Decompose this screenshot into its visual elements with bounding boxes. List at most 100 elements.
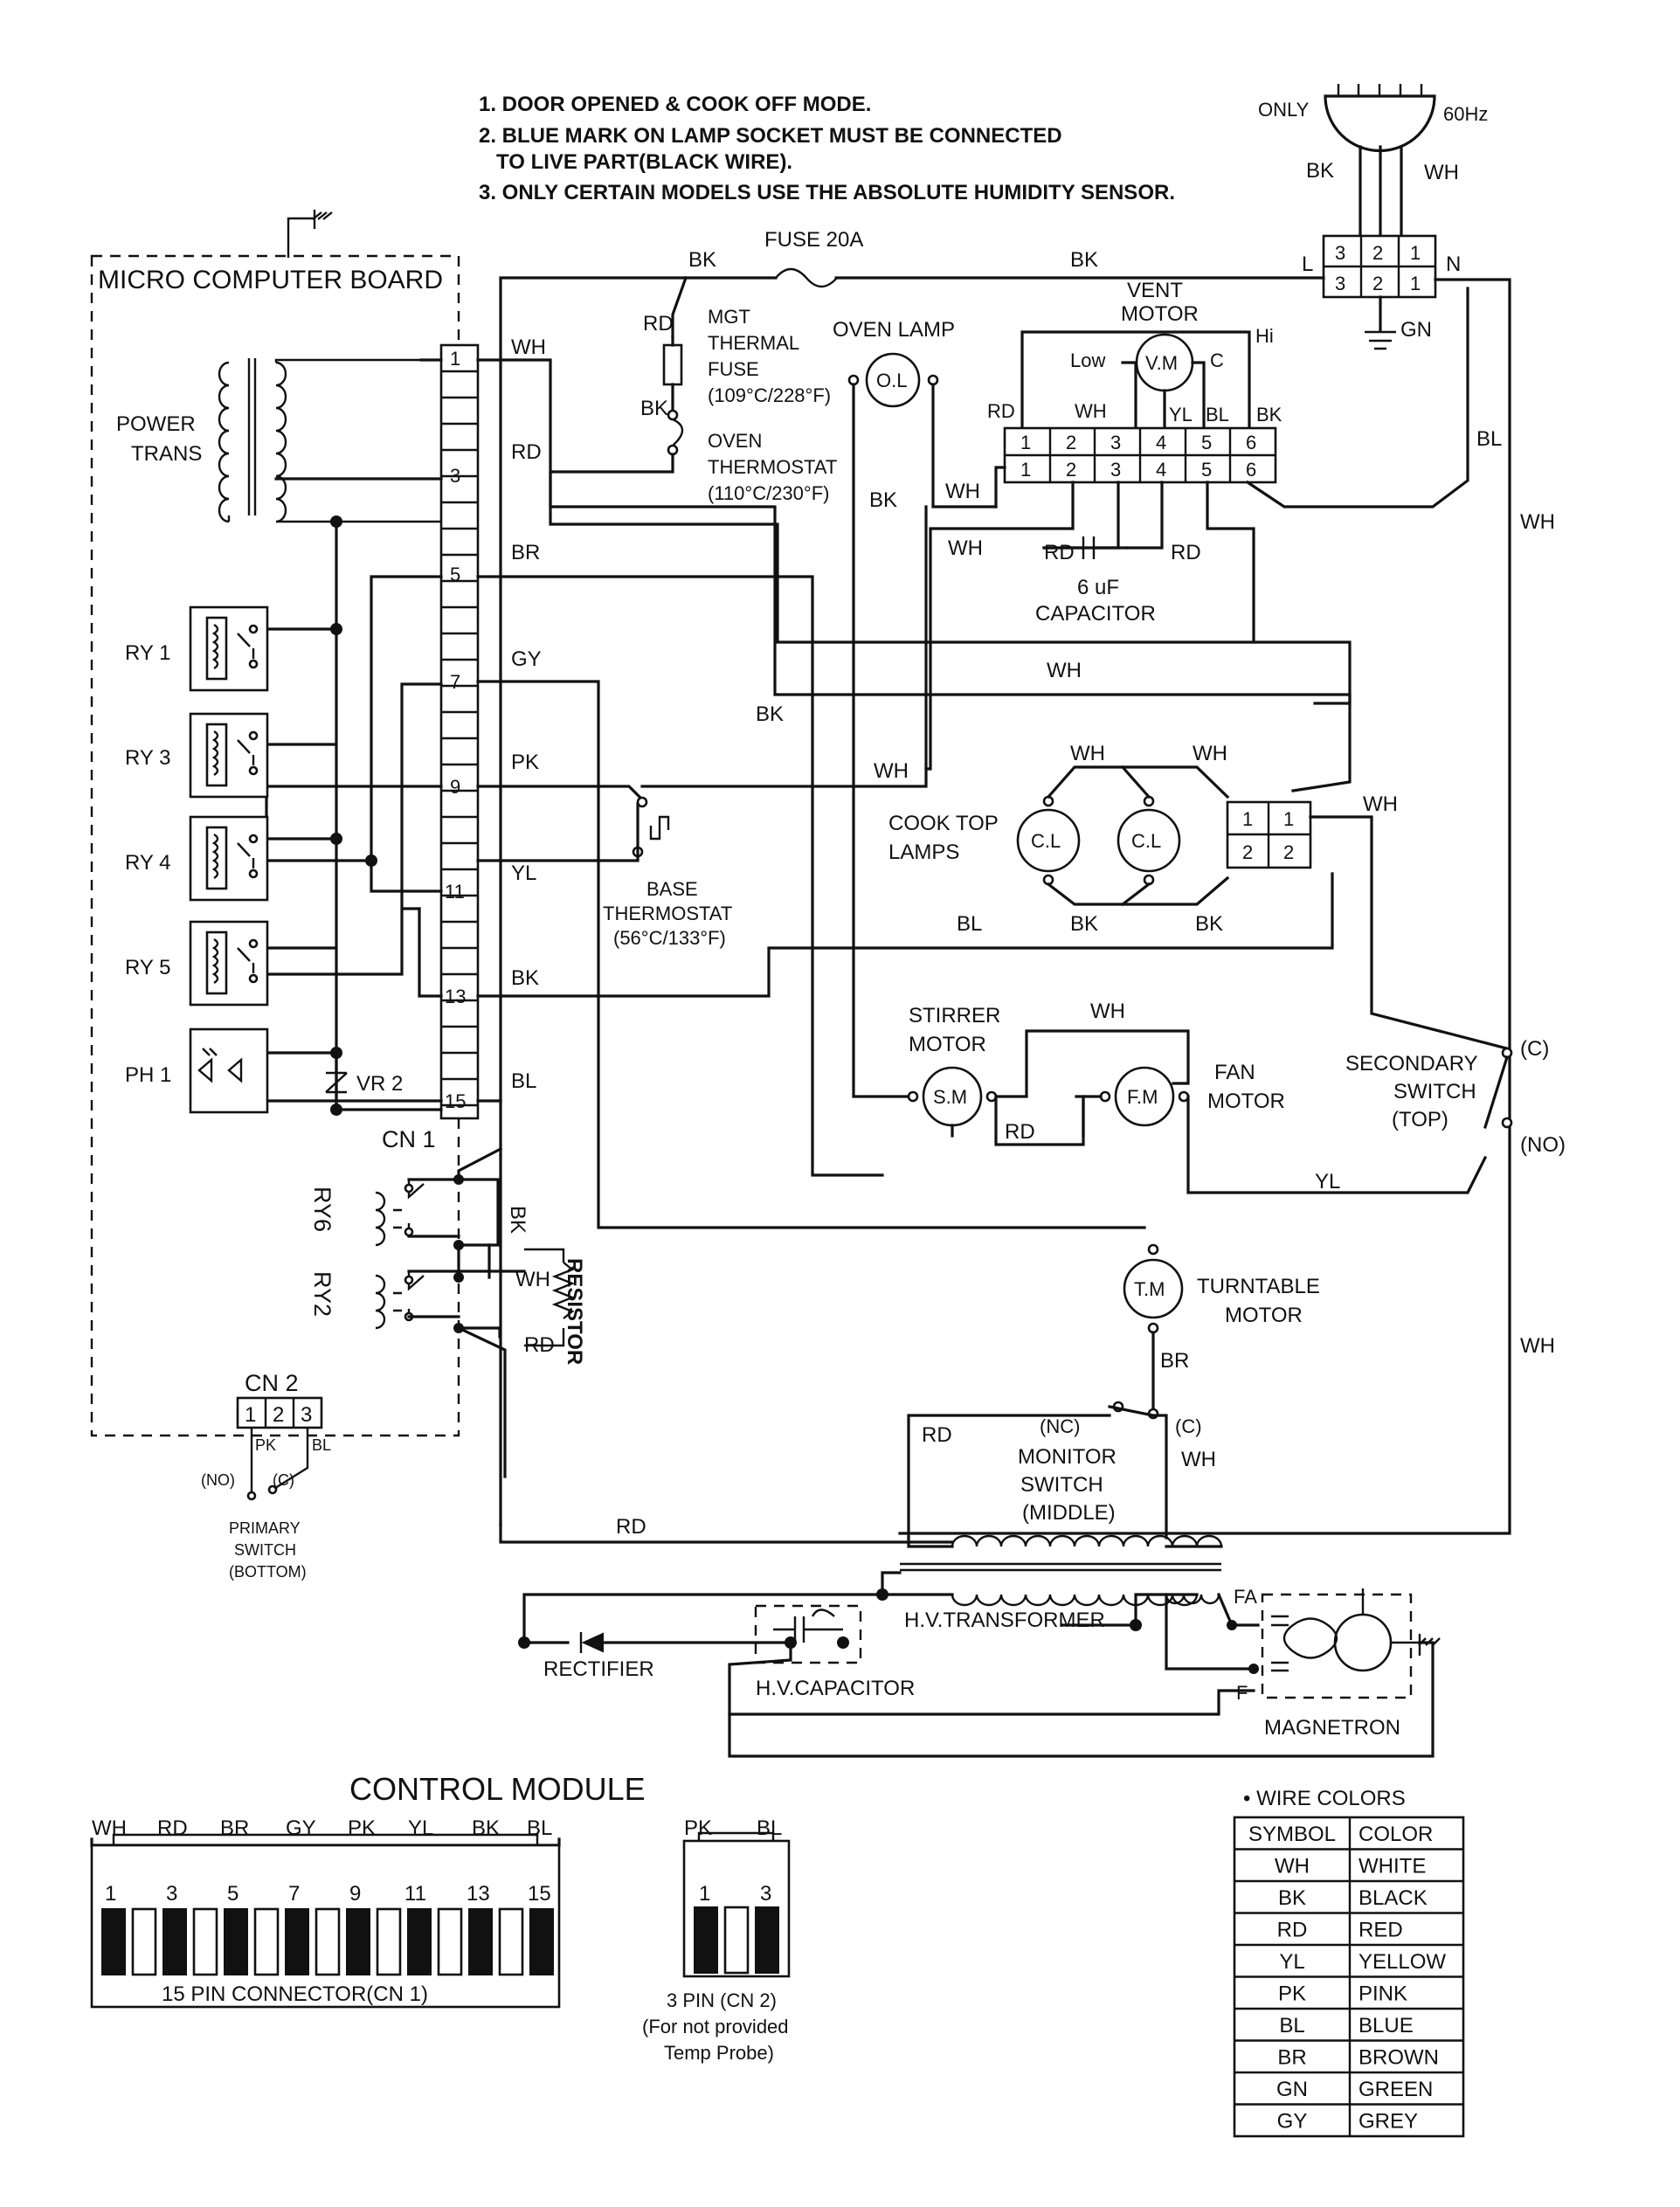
cooktop-wh-left: WH: [1070, 742, 1105, 765]
cm-wire-wh: WH: [92, 1816, 127, 1840]
cn2-connector: [236, 1396, 323, 1429]
vent-motor-low: Low: [1070, 349, 1105, 371]
plug-only-label: ONLY: [1258, 99, 1310, 121]
cn1-connector-label: 15 PIN CONNECTOR(CN 1): [162, 1982, 428, 2006]
vent-wire-yl: YL: [1169, 404, 1193, 425]
mgt-rd-label: RD: [643, 312, 674, 336]
cn1-wire-rd: RD: [511, 440, 542, 464]
magnetron-lead: [1361, 1588, 1420, 1644]
cooktop-wh-right: WH: [1193, 742, 1227, 765]
rectifier-diode-icon: [581, 1632, 604, 1653]
vent-motor-label-2: MOTOR: [1121, 302, 1199, 326]
wire-colors-header-color: COLOR: [1359, 1823, 1433, 1846]
micro-computer-board: MICRO COMPUTER BOARD POWER TRANS 1 3 5 7…: [90, 210, 586, 1581]
cm-cn2-bl: BL: [757, 1816, 782, 1840]
wire-colors-title: • WIRE COLORS: [1243, 1787, 1406, 1810]
cooktop-label-1: COOK TOP: [888, 812, 999, 835]
cooktop-lamps: COOK TOP LAMPS C.L C.L WH WH BK BK 1 1 2…: [888, 742, 1509, 1050]
cn2-bl-label: BL: [312, 1436, 331, 1454]
hv-capacitor-icon: [773, 1616, 843, 1643]
wire-wh-pk: WH: [874, 759, 909, 783]
cn2-pin-3: 3: [301, 1403, 312, 1427]
vent-pin-2b: 2: [1066, 459, 1076, 481]
cn1-wire-gy: GY: [511, 647, 542, 671]
cn1-pin-slot: [285, 1908, 309, 1975]
plug-pin-1a: 1: [1410, 242, 1421, 264]
fan-label-1: FAN: [1214, 1061, 1255, 1084]
wire-wh-mid: WH: [1047, 659, 1082, 682]
vent-pin-1b: 1: [1020, 459, 1031, 481]
secondary-label-2: SWITCH: [1393, 1080, 1476, 1104]
cm-pin-9: 9: [349, 1882, 361, 1906]
plug-pin-3a: 3: [1335, 242, 1345, 264]
cooktop-lamp-1-symbol: C.L: [1031, 830, 1061, 852]
vent-wire-bk: BK: [1256, 404, 1282, 425]
monitor-label-3: (MIDDLE): [1022, 1501, 1116, 1525]
cap-label-1: 6 uF: [1077, 576, 1119, 599]
cn1-pin-slot: [529, 1908, 554, 1975]
ry6-bk-label: BK: [506, 1206, 529, 1234]
cn1-pin-5: 5: [450, 564, 460, 585]
ry6-label: RY6: [309, 1187, 335, 1232]
ph1-label: PH 1: [125, 1063, 171, 1087]
cn1-pin-slot: [253, 1907, 280, 1976]
hv-transformer-label: H.V.TRANSFORMER: [904, 1609, 1105, 1632]
wire-bl-right: BL: [1476, 427, 1502, 451]
magnetron-cathode-icon: [1282, 1617, 1338, 1659]
mgt-thermal-fuse-icon: [662, 343, 683, 386]
plug-pin-3b: 3: [1335, 273, 1345, 294]
cn1-wire-pk: PK: [511, 751, 539, 774]
cooktop-bk-left: BK: [1070, 912, 1098, 936]
cooktop-wh-out: WH: [1363, 792, 1398, 816]
monitor-wh-label: WH: [1181, 1448, 1216, 1471]
cn1-pin-slot: [437, 1907, 463, 1976]
cn1-pin-15: 15: [445, 1090, 466, 1112]
wire-colors-symbol: BR: [1277, 2046, 1306, 2070]
note-2b: TO LIVE PART(BLACK WIRE).: [479, 150, 792, 174]
oven-lamp-icon: [865, 352, 921, 408]
resistor-label: RESISTOR: [563, 1258, 586, 1365]
wire-yl-switch: YL: [1315, 1170, 1340, 1193]
relay-ry2: [375, 1271, 425, 1330]
monitor-nc-label: (NC): [1040, 1415, 1080, 1437]
wire-rd-bottom: RD: [616, 1515, 646, 1539]
base-thermostat-icon: [649, 815, 670, 841]
fuse-bk-right: BK: [1070, 248, 1098, 272]
cn1-pin-slot: [468, 1908, 493, 1975]
wire-colors-symbol: RD: [1277, 1919, 1308, 1942]
wire-colors-color: YELLOW: [1359, 1950, 1446, 1974]
wire-colors-header-symbol: SYMBOL: [1248, 1823, 1336, 1846]
plug-l-label: L: [1302, 253, 1313, 276]
fan-motor-icon: [1114, 1066, 1175, 1127]
stirrer-rd-label: RD: [1005, 1120, 1035, 1144]
fuse-icon: [775, 267, 838, 288]
turntable-label-1: TURNTABLE: [1197, 1275, 1320, 1298]
control-module: CONTROL MODULE WH RD BR GY PK YL BK BL 1…: [90, 1771, 791, 2064]
magnetron-anode-icon: [1333, 1613, 1393, 1672]
chassis-ground-icon: [312, 210, 333, 229]
wire-colors-symbol: BK: [1278, 1886, 1306, 1910]
cn2-connector-label-3: Temp Probe): [664, 2042, 774, 2064]
cn2-pk-label: PK: [255, 1436, 276, 1454]
cn1-wire-wh: WH: [511, 336, 546, 359]
secondary-switch: SECONDARY SWITCH (TOP) (C) (NO) WH: [1345, 1037, 1566, 1358]
fa-label: FA: [1234, 1586, 1257, 1608]
primary-switch-3: (BOTTOM): [229, 1563, 307, 1581]
secondary-label-3: (TOP): [1392, 1108, 1448, 1131]
cn1-pin-3: 3: [450, 465, 460, 487]
cooktop-label-2: LAMPS: [888, 841, 959, 864]
cooktop-lamp-2-icon: [1117, 808, 1181, 873]
wire-colors-color: BLUE: [1359, 2014, 1414, 2037]
turntable-motor: T.M TURNTABLE MOTOR BR: [1123, 1243, 1320, 1413]
cn1-label: CN 1: [382, 1126, 436, 1152]
vent-pin-1a: 1: [1020, 432, 1031, 453]
turntable-br-label: BR: [1160, 1349, 1189, 1373]
monitor-switch: (NC) (C) RD WH MONITOR SWITCH (MIDDLE): [907, 1401, 1216, 1539]
cm-wire-bl: BL: [527, 1816, 552, 1840]
cm-wire-rd: RD: [157, 1816, 188, 1840]
cm-cn2-pin-3: 3: [760, 1882, 771, 1906]
plug-60hz-label: 60Hz: [1443, 103, 1488, 125]
cn2-pin-1: 1: [245, 1403, 256, 1427]
